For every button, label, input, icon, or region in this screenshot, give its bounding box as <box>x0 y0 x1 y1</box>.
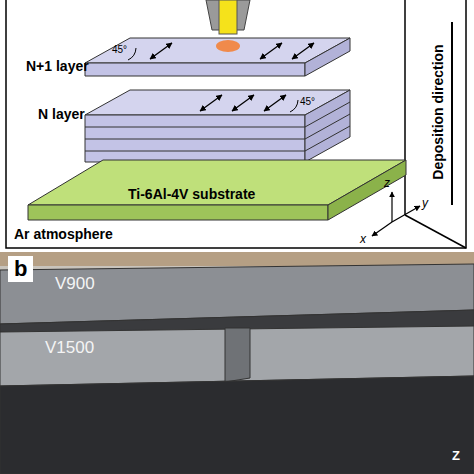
annotation-label: 45° <box>112 44 127 55</box>
illustration-part <box>85 63 305 76</box>
illustration-part <box>85 115 305 162</box>
annotation-label: 45° <box>300 96 315 107</box>
shape-face <box>28 205 328 220</box>
illustration-part <box>405 215 466 248</box>
angle-arc <box>290 100 298 112</box>
axes <box>372 192 420 236</box>
photo-background <box>0 252 474 474</box>
annotation-label: Ar atmosphere <box>14 226 113 242</box>
illustration-part <box>232 95 254 111</box>
scan-arrows <box>200 95 286 111</box>
annotation-label: N layer <box>38 106 85 122</box>
illustration-part <box>219 0 237 34</box>
layer-stack <box>85 90 350 162</box>
sample-label: V1500 <box>45 338 94 358</box>
illustration-part <box>216 40 240 52</box>
annotation-label: z <box>384 176 390 190</box>
illustration-part <box>292 43 314 59</box>
deposited-block: V1500 <box>0 326 474 474</box>
panel-frame <box>6 0 466 248</box>
deposited-block: V900 <box>0 262 474 332</box>
substrate-slab: Ti-6Al-4V substrate <box>28 160 406 222</box>
illustration-part <box>200 95 222 111</box>
illustration-part <box>260 43 282 59</box>
annotation-label: N+1 layer <box>26 58 89 74</box>
annotation-label: Z <box>452 448 460 463</box>
shape-face <box>225 328 250 382</box>
illustration-part <box>85 151 305 152</box>
sample-label: V900 <box>55 274 95 294</box>
node-outline <box>0 262 474 332</box>
layer-top <box>85 38 350 76</box>
illustration-part <box>150 43 172 59</box>
illustration-part <box>404 0 406 215</box>
annotation-label: x <box>360 232 366 246</box>
shape-face <box>0 376 474 474</box>
illustration-part <box>305 126 350 151</box>
illustration-part <box>6 0 466 248</box>
illustration-part <box>372 222 392 236</box>
panel-letter: b <box>8 256 33 282</box>
axis-title: Deposition direction <box>429 44 445 179</box>
angle-arc <box>128 48 136 60</box>
illustration-part <box>391 192 392 222</box>
illustration-part <box>85 38 350 63</box>
direction-line <box>451 22 453 205</box>
illustration-part <box>85 90 350 115</box>
photo-background <box>0 252 474 266</box>
substrate-label: Ti-6Al-4V substrate <box>128 186 255 202</box>
illustration-part <box>85 127 305 128</box>
illustration-part <box>305 38 350 76</box>
torch <box>206 0 250 52</box>
illustration-part <box>305 114 350 139</box>
illustration-part <box>392 206 420 222</box>
illustration-part <box>85 139 305 140</box>
shape-face <box>328 160 406 220</box>
illustration-part <box>264 95 286 111</box>
annotation-label: y <box>422 196 428 210</box>
